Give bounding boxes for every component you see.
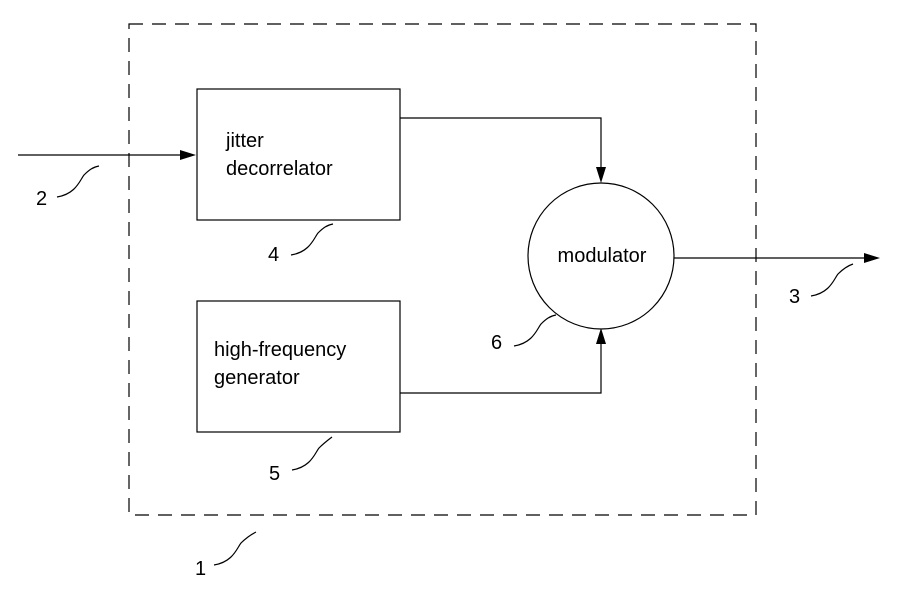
output-signal <box>674 253 880 263</box>
generator-to-modulator-connection <box>400 328 606 394</box>
modulator-circle <box>527 182 675 330</box>
ref-3-leader <box>810 263 854 297</box>
generator-to-modulator-line <box>400 343 602 394</box>
hf-generator-box <box>196 300 401 433</box>
ref-2-callout: 2 <box>36 165 100 210</box>
generator-to-modulator-arrowhead <box>596 328 606 344</box>
ref-6-callout: 6 <box>491 314 557 354</box>
decorrelator-to-modulator-arrowhead <box>596 167 606 183</box>
modulator-block: modulator <box>527 182 675 330</box>
hf-generator-label-line1: high-frequency <box>214 339 346 361</box>
system-boundary <box>128 23 757 516</box>
ref-3-label: 3 <box>789 286 800 308</box>
ref-1-label: 1 <box>195 558 206 580</box>
ref-6-label: 6 <box>491 332 502 354</box>
jitter-decorrelator-box <box>196 88 401 221</box>
output-arrowhead <box>864 253 880 263</box>
input-arrowhead <box>180 150 196 160</box>
hf-generator-block: high-frequency generator <box>196 300 401 433</box>
ref-1-leader <box>213 531 257 566</box>
ref-4-leader <box>290 223 334 256</box>
ref-5-callout: 5 <box>269 436 333 485</box>
ref-3-callout: 3 <box>789 263 854 308</box>
ref-6-leader <box>513 314 557 347</box>
ref-4-label: 4 <box>268 244 279 266</box>
ref-2-label: 2 <box>36 188 47 210</box>
hf-generator-label-line2: generator <box>214 367 300 389</box>
modulator-label: modulator <box>558 245 647 267</box>
ref-4-callout: 4 <box>268 223 334 266</box>
ref-5-label: 5 <box>269 463 280 485</box>
jitter-decorrelator-block: jitter decorrelator <box>196 88 401 221</box>
ref-1-callout: 1 <box>195 531 257 580</box>
ref-5-leader <box>291 436 333 471</box>
jitter-decorrelator-label-line1: jitter <box>225 130 264 152</box>
input-signal <box>18 150 196 160</box>
decorrelator-to-modulator-connection <box>400 117 606 183</box>
jitter-decorrelator-label-line2: decorrelator <box>226 158 333 180</box>
decorrelator-to-modulator-line <box>400 117 602 168</box>
ref-2-leader <box>56 165 100 198</box>
